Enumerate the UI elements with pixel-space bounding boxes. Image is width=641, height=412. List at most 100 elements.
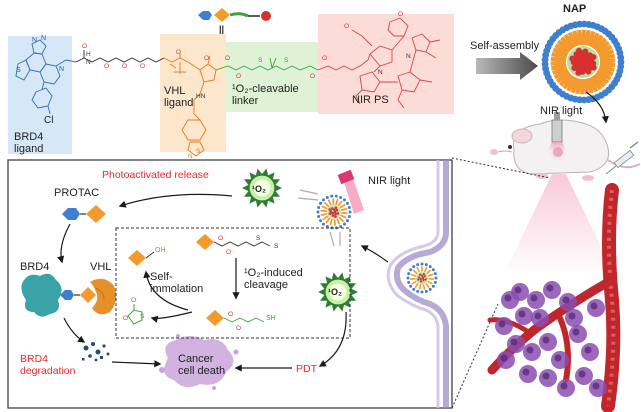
degraded-fragments bbox=[82, 342, 110, 362]
molecule-structure: Cl S N N N BRD4 ligand H N O O O O O bbox=[8, 11, 454, 160]
svg-text:O: O bbox=[226, 249, 231, 256]
self-immolation-arrow-left bbox=[150, 311, 193, 323]
laser-device bbox=[548, 112, 566, 150]
svg-text:O: O bbox=[322, 55, 327, 62]
ps-sphere-icon bbox=[261, 11, 271, 21]
nir-light-cell-label: NIR light bbox=[368, 175, 410, 187]
nir-ps-structure: O O O N N bbox=[317, 11, 441, 109]
singlet-o2-bottom-label: ¹O₂ bbox=[328, 287, 342, 297]
mechanism-panel bbox=[7, 159, 453, 409]
thiol-intermediate: O O bbox=[206, 310, 265, 332]
protac-ps-conjugate-symbol bbox=[198, 8, 271, 22]
linker-label: ¹O₂-cleavable linker bbox=[232, 83, 302, 107]
brd4-label: BRD4 bbox=[20, 261, 49, 273]
svg-text:O: O bbox=[218, 235, 223, 242]
protac-hexagon-icon bbox=[62, 208, 80, 220]
svg-text:O: O bbox=[236, 73, 241, 80]
svg-text:O: O bbox=[310, 73, 315, 80]
vhl-ligand-region bbox=[160, 34, 226, 152]
cancer-cell-death-label: Cancer cell death bbox=[178, 353, 225, 377]
cyclic-thiocarbonate: O S O bbox=[123, 297, 145, 325]
equals-sign: || bbox=[219, 24, 224, 34]
injection-arrow bbox=[585, 91, 609, 124]
nap-nanoparticle bbox=[541, 20, 625, 104]
vhl-ligand-label: VHL ligand bbox=[164, 85, 193, 109]
svg-text:N: N bbox=[378, 69, 383, 76]
svg-text:N: N bbox=[86, 59, 91, 66]
nir-light-mouse-label: NIR light bbox=[540, 105, 582, 117]
hexagon-icon bbox=[198, 11, 212, 20]
sh-group-label: SH bbox=[266, 315, 276, 322]
mouse-illustration bbox=[490, 119, 641, 181]
svg-text:S: S bbox=[258, 57, 263, 64]
complex-hexagon-icon bbox=[60, 290, 74, 300]
svg-text:N: N bbox=[41, 35, 46, 42]
self-immolation-arrow-up bbox=[143, 270, 189, 311]
nir-emitter-icon bbox=[337, 169, 355, 185]
svg-text:O: O bbox=[82, 43, 87, 50]
zoom-line-bottom bbox=[451, 303, 499, 409]
cleavage-label: ¹O₂-induced cleavage bbox=[244, 267, 306, 291]
brd4-protein-icon bbox=[21, 273, 62, 317]
svg-text:O: O bbox=[140, 63, 145, 70]
svg-text:N: N bbox=[188, 153, 193, 160]
peg-linker-chain bbox=[75, 57, 165, 63]
protac-binding-arrow bbox=[57, 223, 71, 264]
svg-text:O: O bbox=[398, 11, 403, 18]
nap-in-cell bbox=[316, 194, 352, 230]
internalization-arrow bbox=[360, 245, 389, 263]
degradation-arrow bbox=[63, 317, 86, 343]
diamond-icon bbox=[214, 8, 230, 22]
svg-text:O: O bbox=[236, 325, 241, 332]
ternary-complex bbox=[21, 273, 117, 317]
release-arrow bbox=[118, 193, 233, 208]
released-fragment-oh bbox=[128, 250, 155, 266]
self-immolation-label: Self- immolation bbox=[150, 271, 203, 295]
singlet-o2-top-label: ¹O₂ bbox=[252, 184, 266, 194]
self-assembly-label: Self-assembly bbox=[470, 40, 540, 52]
svg-text:O: O bbox=[123, 315, 128, 322]
vhl-label: VHL bbox=[90, 261, 111, 273]
brd4-ligand-structure: Cl S N N N bbox=[15, 35, 77, 126]
svg-text:S: S bbox=[140, 313, 145, 320]
svg-text:S: S bbox=[284, 57, 289, 64]
svg-text:O: O bbox=[228, 311, 233, 318]
complex-diamond-icon bbox=[80, 287, 96, 303]
svg-text:O: O bbox=[176, 49, 181, 56]
cancer-cell-death-icon bbox=[159, 334, 239, 390]
singlet-oxygen-bottom bbox=[318, 272, 358, 312]
svg-text:O: O bbox=[104, 63, 109, 70]
brd4-ligand-region bbox=[8, 36, 72, 154]
cleavage-mechanism-box bbox=[115, 227, 351, 339]
nir-ps-label: NIR PS bbox=[352, 94, 389, 106]
photoactivated-release-label: Photoactivated release bbox=[102, 169, 209, 181]
nir-beam-cell bbox=[344, 176, 364, 214]
brd4-degradation-label: BRD4 degradation bbox=[20, 353, 76, 377]
svg-text:O: O bbox=[122, 63, 127, 70]
svg-text:HN: HN bbox=[196, 93, 206, 100]
svg-text:N: N bbox=[406, 53, 411, 60]
vhl-ligand-structure: O O HN S N bbox=[163, 49, 217, 160]
svg-text:O: O bbox=[204, 55, 209, 62]
tumor-tissue bbox=[487, 183, 621, 412]
pdt-arrow bbox=[318, 311, 347, 367]
svg-text:N: N bbox=[59, 66, 64, 73]
protac-molecule bbox=[62, 205, 106, 223]
svg-text:O: O bbox=[225, 55, 230, 62]
self-assembly-arrow bbox=[476, 52, 538, 80]
svg-text:S: S bbox=[256, 235, 261, 242]
to-death-arrow-left bbox=[111, 360, 162, 368]
light-rays bbox=[297, 189, 341, 247]
syringe-icon bbox=[605, 141, 639, 175]
linker-region bbox=[226, 42, 320, 112]
intact-linker-fragment: O O S S bbox=[196, 234, 279, 256]
nap-label: NAP bbox=[563, 3, 586, 15]
protac-label: PROTAC bbox=[54, 187, 99, 199]
svg-text:H: H bbox=[86, 51, 91, 58]
svg-text:Cl: Cl bbox=[44, 115, 53, 126]
svg-text:S: S bbox=[16, 67, 21, 74]
svg-text:S: S bbox=[274, 243, 279, 250]
svg-text:S: S bbox=[196, 148, 201, 155]
